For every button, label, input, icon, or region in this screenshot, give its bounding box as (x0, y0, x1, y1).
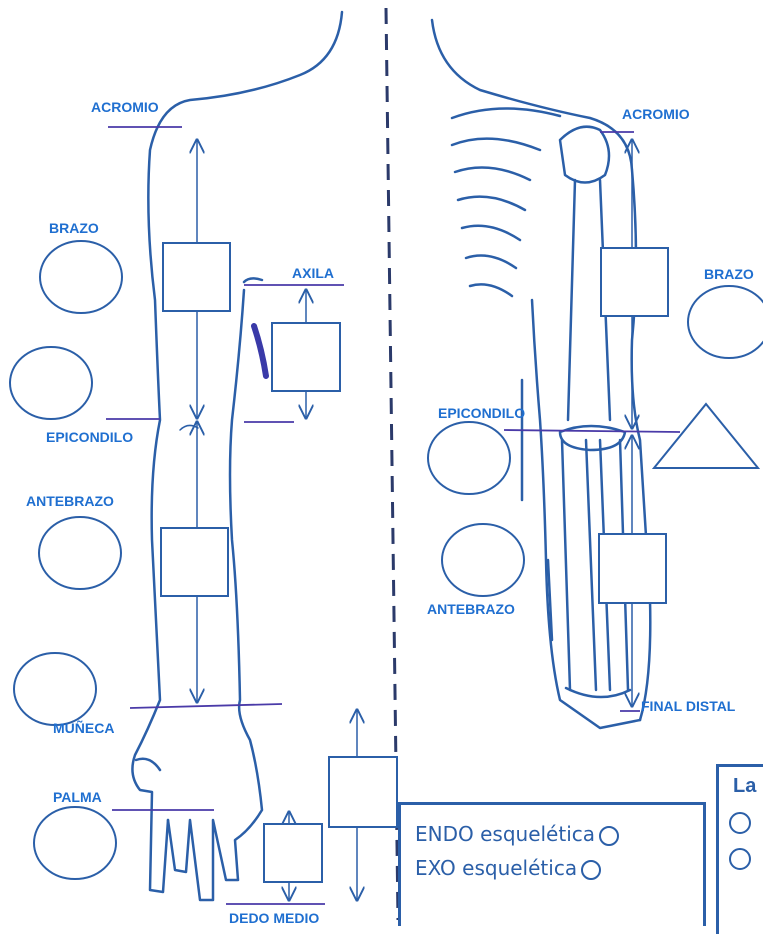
legend-row-endo: ENDO esquelética (415, 817, 703, 851)
label-acromio-left: ACROMIO (91, 99, 159, 115)
right-guides (504, 132, 680, 711)
answer-oval-muneca[interactable] (14, 653, 96, 725)
label-brazo-left: BRAZO (49, 220, 99, 236)
answer-box-antebrazo-right[interactable] (599, 534, 666, 603)
armpit-mark (254, 326, 266, 376)
answer-box-axila[interactable] (272, 323, 340, 391)
label-antebrazo-left: ANTEBRAZO (26, 493, 114, 509)
answer-oval-palma[interactable] (34, 807, 116, 879)
partial-radio-1[interactable] (729, 812, 751, 834)
label-dedo-medio: DEDO MEDIO (229, 910, 319, 926)
legend-row-exo: EXO esquelética (415, 851, 703, 885)
legend-exo-label: EXO esquelética (415, 856, 577, 880)
label-palma: PALMA (53, 789, 102, 805)
answer-oval-antebrazo-right[interactable] (442, 524, 524, 596)
label-epicondilo-right: EPICONDILO (438, 405, 525, 421)
label-axila: AXILA (292, 265, 334, 281)
answer-oval-epicondilo-left[interactable] (10, 347, 92, 419)
left-arm-outline (132, 12, 342, 900)
legend-endo-label: ENDO esquelética (415, 822, 595, 846)
label-brazo-right: BRAZO (704, 266, 754, 282)
answer-box-dedo-medio[interactable] (329, 757, 397, 827)
answer-box-antebrazo-left[interactable] (161, 528, 228, 596)
partial-radio-2[interactable] (729, 848, 751, 870)
answer-oval-epicondilo-right[interactable] (428, 422, 510, 494)
label-antebrazo-right: ANTEBRAZO (427, 601, 515, 617)
answer-box-brazo-left[interactable] (163, 243, 230, 311)
answer-triangle[interactable] (654, 404, 758, 468)
partial-box-title: La (733, 775, 763, 798)
label-epicondilo-left: EPICONDILO (46, 429, 133, 445)
answer-oval-brazo-left[interactable] (40, 241, 122, 313)
exo-radio[interactable] (581, 860, 601, 880)
label-muneca: MUÑECA (53, 719, 114, 736)
answer-oval-antebrazo-left[interactable] (39, 517, 121, 589)
answer-box-palma[interactable] (264, 824, 322, 882)
answer-oval-brazo-right[interactable] (688, 286, 763, 358)
skeletal-type-legend: ENDO esquelética EXO esquelética (398, 802, 706, 926)
partial-box: La (716, 764, 763, 934)
label-final-distal: FINAL DISTAL (641, 698, 736, 714)
endo-radio[interactable] (599, 826, 619, 846)
right-arm-outline (432, 20, 650, 728)
answer-box-brazo-right[interactable] (601, 248, 668, 316)
label-acromio-right: ACROMIO (622, 106, 690, 122)
